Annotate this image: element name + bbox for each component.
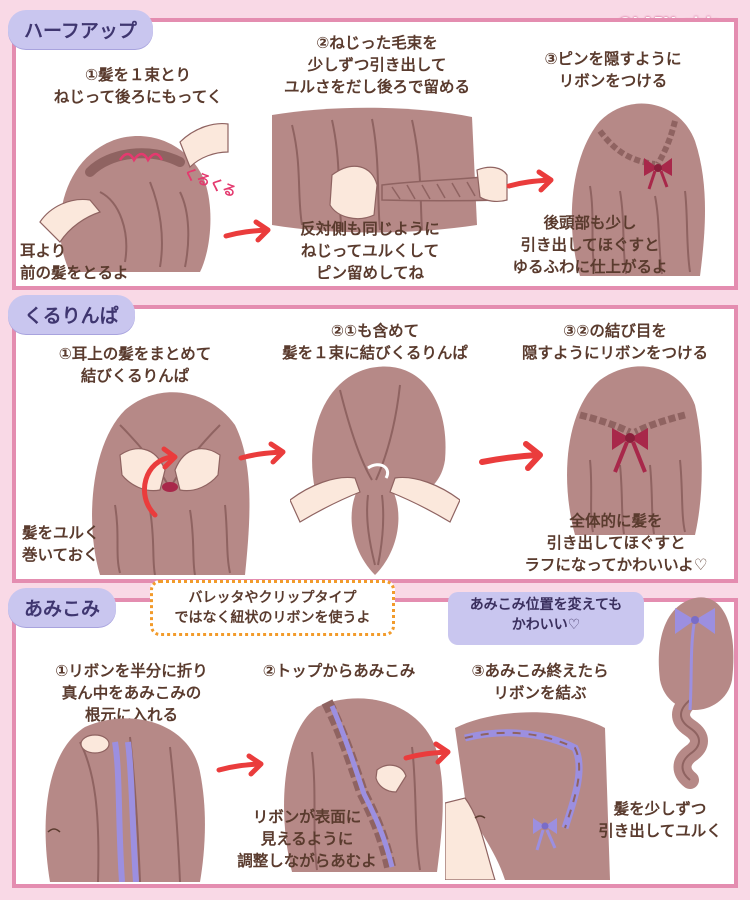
kururinpa-step2: ②①も含めて髪を１束に結びくるりんぱ — [282, 322, 468, 362]
section-title-kururinpa: くるりんぱ — [8, 295, 135, 334]
amikomi-illustration-1 — [45, 718, 205, 882]
halfup-step3-note: 後頭部も少し引き出してほぐすとゆるふわに仕上がるよ — [512, 214, 668, 276]
amikomi-step3-note: 髪を少しずつ引き出してユルく — [598, 800, 722, 840]
amikomi-illustration-3 — [445, 712, 610, 880]
kururinpa-step3-note: 全体的に髪を引き出してほぐすとラフになってかわいいよ♡ — [524, 512, 708, 574]
kururinpa-step1-note: 髪をユルく巻いておく — [22, 524, 100, 564]
amikomi-step1: ①リボンを半分に折り真ん中をあみこみの根元に入れる — [55, 662, 208, 724]
amikomi-tip2: あみこみ位置を変えてもかわいい♡ — [448, 592, 644, 645]
amikomi-step2-note: リボンが表面に見えるように調整しながらあむよ — [237, 808, 377, 870]
halfup-step1-note: 耳より前の髪をとるよ — [20, 242, 129, 282]
arrow-right-icon — [216, 753, 264, 777]
arrow-right-icon — [506, 169, 554, 193]
amikomi-illustration-2 — [284, 698, 443, 872]
amikomi-tip: バレッタやクリップタイプではなく紐状のリボンを使うよ — [150, 580, 395, 636]
halfup-illustration-2 — [272, 107, 508, 233]
amikomi-illustration-4 — [658, 597, 734, 789]
halfup-step2-note: 反対側も同じようにねじってユルくしてピン留めしてね — [300, 220, 440, 282]
arrow-right-icon — [403, 741, 451, 765]
amikomi-step2: ②トップからあみこみ — [262, 662, 416, 680]
halfup-step1: ①髪を１束とりねじって後ろにもってく — [53, 66, 223, 106]
kururinpa-illustration-3 — [567, 366, 702, 535]
kururinpa-illustration-2 — [290, 366, 460, 575]
arrow-right-icon — [238, 441, 286, 465]
arrow-right-icon — [223, 219, 271, 243]
arrow-right-icon — [479, 441, 543, 471]
section-title-amikomi: あみこみ — [8, 588, 117, 627]
kururinpa-step1: ①耳上の髪をまとめて結びくるりんぱ — [58, 345, 212, 385]
kururinpa-illustration-1 — [92, 392, 250, 575]
amikomi-step3: ③あみこみ終えたらリボンを結ぶ — [471, 662, 609, 702]
halfup-step2: ②ねじった毛束を少しずつ引き出してユルさをだし後ろで留める — [283, 34, 470, 96]
halfup-step3: ③ピンを隠すようにリボンをつける — [544, 50, 682, 90]
kururinpa-step3: ③②の結び目を隠すようにリボンをつける — [521, 322, 708, 362]
section-title-halfup: ハーフアップ — [8, 10, 153, 49]
halfup-illustration-1 — [39, 122, 229, 272]
halfup-illustration-3 — [571, 103, 705, 276]
